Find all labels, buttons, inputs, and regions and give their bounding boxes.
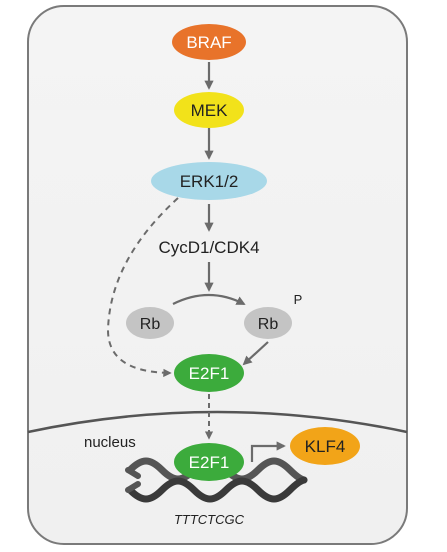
- rb-left-label: Rb: [140, 316, 161, 333]
- cell-boundary: [27, 5, 408, 545]
- arrow-e2f1-to-klf4: [250, 441, 286, 462]
- erk-label: ERK1/2: [180, 172, 239, 191]
- e2f1-cytoplasm-node: [174, 354, 244, 392]
- cycd-label: CycD1/CDK4: [158, 238, 259, 257]
- e2f1-nucleus-node: [174, 443, 244, 481]
- erk-node: [151, 162, 267, 200]
- rb-right-node: [244, 307, 292, 339]
- arrow-rbp-to-e2f1: [242, 341, 269, 366]
- braf-node: [172, 24, 246, 60]
- e2f1-cytoplasm-label: E2F1: [189, 364, 230, 383]
- phospho-label: P: [294, 292, 303, 307]
- klf4-node: [290, 427, 360, 465]
- dna-sequence-label: TTTCTCGC: [174, 512, 245, 527]
- braf-label: BRAF: [186, 33, 231, 52]
- nucleus-label: nucleus: [84, 434, 136, 451]
- dashed-arrow-erk-to-e2f1: [106, 197, 179, 378]
- mek-node: [174, 92, 244, 128]
- klf4-label: KLF4: [305, 437, 346, 456]
- nuclear-membrane: [27, 410, 408, 434]
- rb-right-label: Rb: [258, 316, 279, 333]
- rb-left-node: [126, 307, 174, 339]
- arrow-rb-phosphorylation: [172, 294, 246, 305]
- e2f1-nucleus-label: E2F1: [189, 453, 230, 472]
- mek-label: MEK: [191, 101, 229, 120]
